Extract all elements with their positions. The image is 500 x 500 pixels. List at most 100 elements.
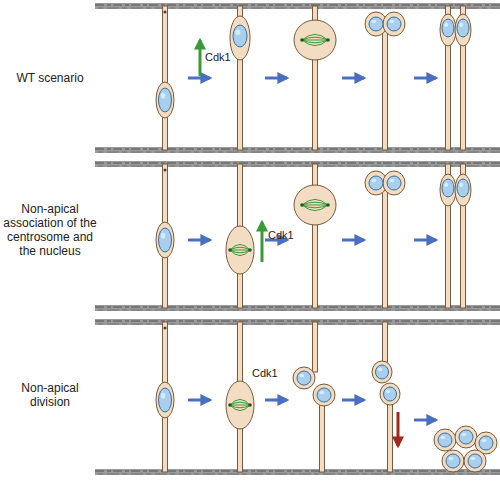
membrane-band [95,161,500,167]
nucleus-highlight [161,393,166,399]
kinase-label: Cdk1 [252,366,278,380]
mitotic-spindle [302,199,328,205]
process-arrow [265,399,287,402]
process-arrow [342,77,364,80]
cell-body [464,450,486,472]
nucleus [442,19,454,37]
membrane-texture [95,148,500,149]
mitotic-spindle [230,250,250,251]
cell-layer [156,6,497,472]
cell-body [455,426,477,448]
cell-body [455,14,471,46]
mitotic-spindle [230,402,250,405]
nucleus-highlight [161,93,166,99]
row-label: Non-apical division [2,381,98,409]
row-label: Non-apical association of the centrosome… [2,202,98,258]
process-arrow [414,239,436,242]
mitotic-spindle [302,205,328,206]
kinase-label: Cdk1 [205,50,231,64]
centrosome [228,248,232,252]
centrosome [326,38,330,42]
cell-process [383,30,388,150]
cell-body [226,381,254,429]
process-arrow [261,222,264,262]
centrosome [300,38,304,42]
nucleus-highlight [378,368,383,372]
nucleus [479,436,493,450]
centrosome [326,203,330,207]
membrane-texture [95,4,500,5]
nucleus-highlight [371,20,376,24]
centrosome [300,203,304,207]
nucleus-highlight [448,457,453,461]
membrane-texture [98,474,500,475]
cell-body [293,367,315,389]
nucleus [459,430,473,444]
membrane-texture [98,310,500,311]
membrane-texture [95,320,500,321]
nucleus-highlight [371,179,376,183]
nucleus [369,17,383,31]
cell-process [388,395,393,472]
nucleus [438,433,452,447]
process-arrow [188,239,210,242]
nucleus-highlight [389,20,394,24]
process-arrow [414,419,436,422]
cell-body [383,12,405,36]
process-arrow [342,239,364,242]
cell-process [163,6,168,150]
mitotic-spindle [230,399,250,405]
nucleus [233,25,247,47]
nucleus [159,388,172,412]
cell-body [383,171,405,195]
nucleus [446,454,460,468]
membrane-texture [95,162,500,163]
cell-body [372,361,392,383]
cell-body [230,16,250,60]
nucleus [159,88,172,112]
centrosome [164,11,167,14]
kinase-label: Cdk1 [268,228,294,242]
nucleus [384,387,397,401]
cell-body [440,174,456,206]
mitotic-spindle [230,244,250,250]
membrane-band [95,305,500,311]
process-arrow [265,77,287,80]
mitotic-spindle [302,205,328,211]
cell-body [156,82,174,118]
mitotic-spindle [302,37,328,40]
nucleus [297,371,311,385]
mitotic-spindle [230,405,250,411]
nucleus-highlight [319,391,324,395]
cell-body [455,174,471,206]
cell-process [383,322,388,362]
cell-body [380,383,400,405]
mitotic-spindle [302,34,328,40]
mitotic-spindle [230,247,250,250]
cell-process [383,190,388,308]
nucleus [387,17,401,31]
nucleus-highlight [459,23,463,28]
membrane-band [95,319,500,325]
process-arrow [414,77,436,80]
cell-body [156,382,174,418]
cell-body [226,226,254,274]
cell-body [440,14,456,46]
nucleus-highlight [444,23,448,28]
nucleus [442,179,454,197]
centrosome [248,403,252,407]
nucleus [317,388,331,402]
process-arrow [397,412,400,446]
nucleus [468,454,482,468]
mitotic-spindle [230,405,250,406]
membrane-texture [98,324,500,325]
nucleus [369,176,383,190]
cell-process [313,322,318,372]
mitotic-spindle [302,40,328,46]
membrane-texture [95,470,500,471]
process-arrow [188,77,210,80]
centrosome [248,248,252,252]
cell-body [294,185,336,225]
membrane-layer [95,5,500,474]
